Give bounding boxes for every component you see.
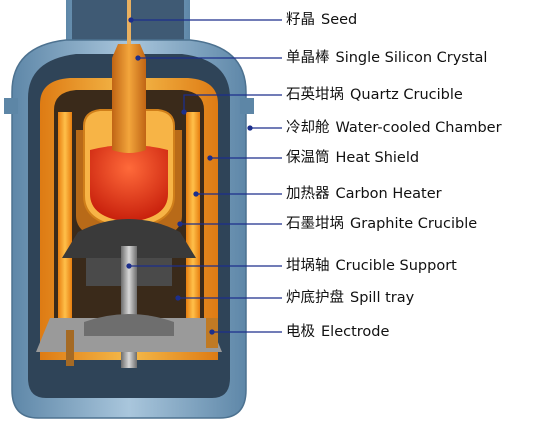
label-quartz-crucible: 石英坩埚 Quartz Crucible bbox=[286, 86, 463, 104]
leader-dot-chamber bbox=[247, 125, 253, 131]
label-electrode: 电极 Electrode bbox=[286, 323, 389, 341]
label-crystal-zh: 单晶棒 bbox=[286, 50, 330, 66]
leader-dot-shield bbox=[207, 155, 213, 161]
label-single-silicon-crystal: 单晶棒 Single Silicon Crystal bbox=[286, 49, 487, 67]
heater-right bbox=[186, 112, 200, 346]
label-electrode-en: Electrode bbox=[321, 324, 390, 340]
label-chamber-zh: 冷却舱 bbox=[286, 120, 330, 136]
label-seed-zh: 籽晶 bbox=[286, 12, 315, 28]
graphite-pedestal bbox=[62, 219, 196, 258]
leader-dot-electrode bbox=[209, 329, 215, 335]
leader-dot-support bbox=[126, 263, 132, 269]
label-support-en: Crucible Support bbox=[335, 258, 457, 274]
label-graphite-zh: 石墨坩埚 bbox=[286, 216, 344, 232]
label-chamber-en: Water-cooled Chamber bbox=[335, 120, 502, 136]
spill-tray-center bbox=[84, 314, 174, 336]
label-heat-shield: 保温筒 Heat Shield bbox=[286, 149, 419, 167]
label-crystal-en: Single Silicon Crystal bbox=[335, 50, 488, 66]
label-shield-en: Heat Shield bbox=[335, 150, 420, 166]
electrode-left bbox=[66, 330, 74, 366]
label-heater-en: Carbon Heater bbox=[335, 186, 442, 202]
leader-quartz bbox=[183, 94, 282, 112]
left-flange bbox=[4, 98, 18, 114]
label-seed: 籽晶 Seed bbox=[286, 11, 357, 29]
label-support-zh: 坩埚轴 bbox=[286, 258, 330, 274]
label-quartz-en: Quartz Crucible bbox=[350, 87, 463, 103]
label-spill-en: Spill tray bbox=[350, 290, 415, 306]
leader-dot-spill bbox=[175, 295, 181, 301]
label-graphite-en: Graphite Crucible bbox=[350, 216, 478, 232]
label-electrode-zh: 电极 bbox=[286, 324, 315, 340]
seed-rod bbox=[127, 0, 131, 44]
label-water-cooled-chamber: 冷却舱 Water-cooled Chamber bbox=[286, 119, 502, 137]
heater-left bbox=[58, 112, 72, 346]
leader-dot-crystal bbox=[135, 55, 141, 61]
right-flange bbox=[240, 98, 254, 114]
leader-dot-graphite bbox=[177, 221, 183, 227]
label-carbon-heater: 加热器 Carbon Heater bbox=[286, 185, 442, 203]
label-spill-zh: 炉底护盘 bbox=[286, 290, 344, 306]
label-graphite-crucible: 石墨坩埚 Graphite Crucible bbox=[286, 215, 477, 233]
leader-dot-heater bbox=[193, 191, 199, 197]
label-shield-zh: 保温筒 bbox=[286, 150, 330, 166]
label-crucible-support: 坩埚轴 Crucible Support bbox=[286, 257, 457, 275]
label-spill-tray: 炉底护盘 Spill tray bbox=[286, 289, 414, 307]
label-seed-en: Seed bbox=[321, 12, 358, 28]
leader-dot-seed bbox=[128, 17, 134, 23]
label-quartz-zh: 石英坩埚 bbox=[286, 87, 344, 103]
leader-lines bbox=[126, 17, 282, 335]
silicon-melt bbox=[90, 145, 168, 222]
label-heater-zh: 加热器 bbox=[286, 186, 330, 202]
leader-dot-quartz bbox=[181, 109, 187, 115]
single-crystal-ingot bbox=[112, 44, 146, 153]
